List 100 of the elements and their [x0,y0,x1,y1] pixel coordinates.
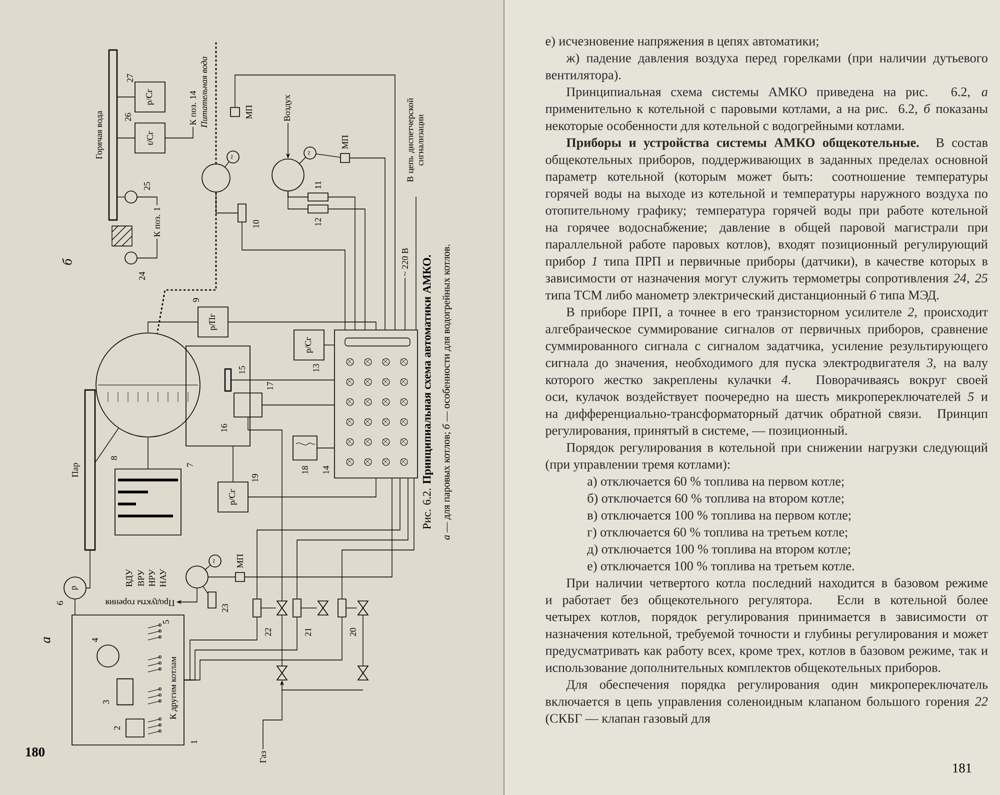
valve-symbol [357,600,369,616]
callout-number: 25 [144,182,150,190]
connection-line [248,417,282,602]
callout-number: 20 [350,628,356,636]
cam-drawing [96,644,120,668]
connection-line [216,192,238,214]
page-number: 181 [953,764,972,772]
destination-label: К другим котлам [170,656,178,720]
callout-number: 8 [111,456,117,460]
list-item: а) отключается 60 % топлива на первом котле; [588,476,844,488]
paragraph: В приборе ПРП, а точнее в его транзисторном усилителе 2, происходит алгебраическое суммирование сигналов от первичных приборов, сравнение суммированного сигнала с сигналом задатчика, усиление результирующего сигнала до значения, необходимого для пуска электродвигателя 3, на валу которого жестко закреплены кулачки 4. Поворачиваясь вокруг своей оси, кулачок воздействует поочередно на шесть микропереключателей 5 и на дифференциально-трансформаторный датчик обратной связи. Принцип регулирования, принятый в системе, — позиционный. [545,306,988,438]
callout-number: 17 [267,382,273,390]
electrode-label: ВРУ [138,570,144,586]
panel-letter: б [62,258,72,265]
connection-line [342,478,414,599]
connection-line [324,344,334,346]
electrode-label: НАУ [160,568,166,587]
callout-number: 18 [302,466,308,474]
connection-line [248,478,376,498]
connection-line [316,154,340,158]
fan-drawing [186,566,208,588]
connection-line [244,478,392,578]
signal-label: В цепь диспетчерской сигнализации [407,98,425,182]
valve-symbol [357,666,369,680]
paragraph: ж) падение давления воздуха перед горелками (при наличии дутьевого вентилятора). [546,53,988,82]
pipe-label: Пар [72,463,80,478]
pump-drawing [202,164,230,192]
flow-label: Газ [260,751,266,763]
transmitter-box: t/Сг [134,122,166,154]
connection-line [184,617,342,680]
callout-number: 13 [313,364,319,372]
destination-label: К поз. 14 [190,90,196,126]
paragraph: е) исчезновение напряжения в цепях автоматики; [546,36,818,48]
connection-line [95,428,119,462]
connection-line [362,614,364,666]
callout-number: 11 [315,181,321,188]
valve-symbol [276,600,288,616]
solenoid-valve [338,598,346,618]
furnace-box [186,346,250,446]
actuator-box [340,153,350,163]
callout-number: 23 [222,604,228,612]
callout-number: 2 [114,726,120,730]
connection-line [165,126,194,138]
device-label: МП [342,135,348,149]
callout-number: 27 [127,74,133,82]
fan-drawing [272,158,304,192]
connection-line [232,446,234,482]
connection-line [86,550,90,588]
connection-line [242,222,346,330]
list-item: в) отключается 100 % топлива на первом котле; [587,510,851,522]
paragraph: Порядок регулирования в котельной при снижении нагрузки следующий (при управлении тремя котлами): [546,442,988,472]
page-number: 180 [26,748,44,756]
device-label: МП [246,105,252,119]
solenoid-valve [292,598,302,618]
valve-symbol [317,600,329,616]
transmitter-box: p/Сг [218,482,248,512]
actuator-box [230,107,240,117]
callout-number: 26 [125,112,131,121]
connection-line [234,74,396,330]
pipe-label: Горячая вода [96,110,104,159]
control-panel [334,330,418,478]
solenoid-valve [252,598,262,618]
paragraph: Приборы и устройства системы АМКО общекотельные. В состав общекотельных приборов, поддерживающих в заданных пределах основной параметр котельной (которым может быть: соотношение температуры горячей воды на выходе из котельной и температуры наружного воздуха по отопительному графику; температура горячей воды при работе котельной на горячее водоснабжение; давление в общей паровой магистрали при параллельной работе паровых котлов), входят позиционный регулирующий прибор 1 типа ПРП и первичные приборы (датчики), в качестве которых в зависимости от назначения могут служить термометры сопротивления 24, 25 типа ТСМ либо манометр электрический дистанционный 6 типа МЭД. [545,138,988,302]
connection-line [148,322,198,333]
transmitter-box: p/Сг [134,82,166,112]
steam-header [84,389,96,551]
transmitter-box: p/Пг [198,306,228,338]
transformer-box [292,436,318,460]
connection-line [404,277,406,330]
connection-line [350,158,386,330]
list-item: б) отключается 60 % топлива на втором котле; [588,493,844,506]
callout-number: 7 [187,463,193,467]
pressure-gauge: p [64,576,86,600]
boiler-drum [96,332,200,438]
paragraph: При наличии четвертого котла последний находится в базовом режиме и работает без общекотельного регулятора. Если в котельной более четырех котлов, порядок регулирования принимается в зависимости от назначения котельной, требуемой точности и глубины регулирования и может предусматривать как работу всех, кроме трех, котлов в базовом режиме, так и использование дополнительных комплектов общекотельных приборов. [545,578,988,675]
connection-line [262,404,334,406]
callout-number: 10 [253,220,259,228]
temperature-sensor [124,190,138,204]
paragraph: Для обеспечения порядка регулирования один микропереключатель включается в цепь управления соленоидным клапаном большого горения 22 (СКБГ — клапан газовый для [546,679,988,726]
connection-line [205,564,211,570]
water-header [108,49,118,221]
callout-number: 14 [323,466,329,474]
connection-line [224,162,230,168]
solenoid-valve [208,592,216,608]
connection-line [296,478,408,599]
callout-number: 21 [305,628,311,636]
connection-line [117,196,125,198]
connection-line [74,599,76,615]
connection-line [228,322,376,330]
regulator-box [72,614,184,746]
callout-number: 12 [315,218,321,226]
callout-number: 9 [193,298,199,302]
caption-text: Рис. 6.2. Принципиальная схема автоматики АМКО. [423,255,434,530]
temperature-sensor [124,252,138,264]
callout-number: 24 [139,272,145,280]
list-item: г) отключается 60 % топлива на третьем котле; [587,527,848,540]
solenoid-valve [238,204,246,222]
electrode-label: НРУ [149,569,155,586]
supply-label: ~ 220 В [402,248,408,276]
connection-line [137,196,158,206]
